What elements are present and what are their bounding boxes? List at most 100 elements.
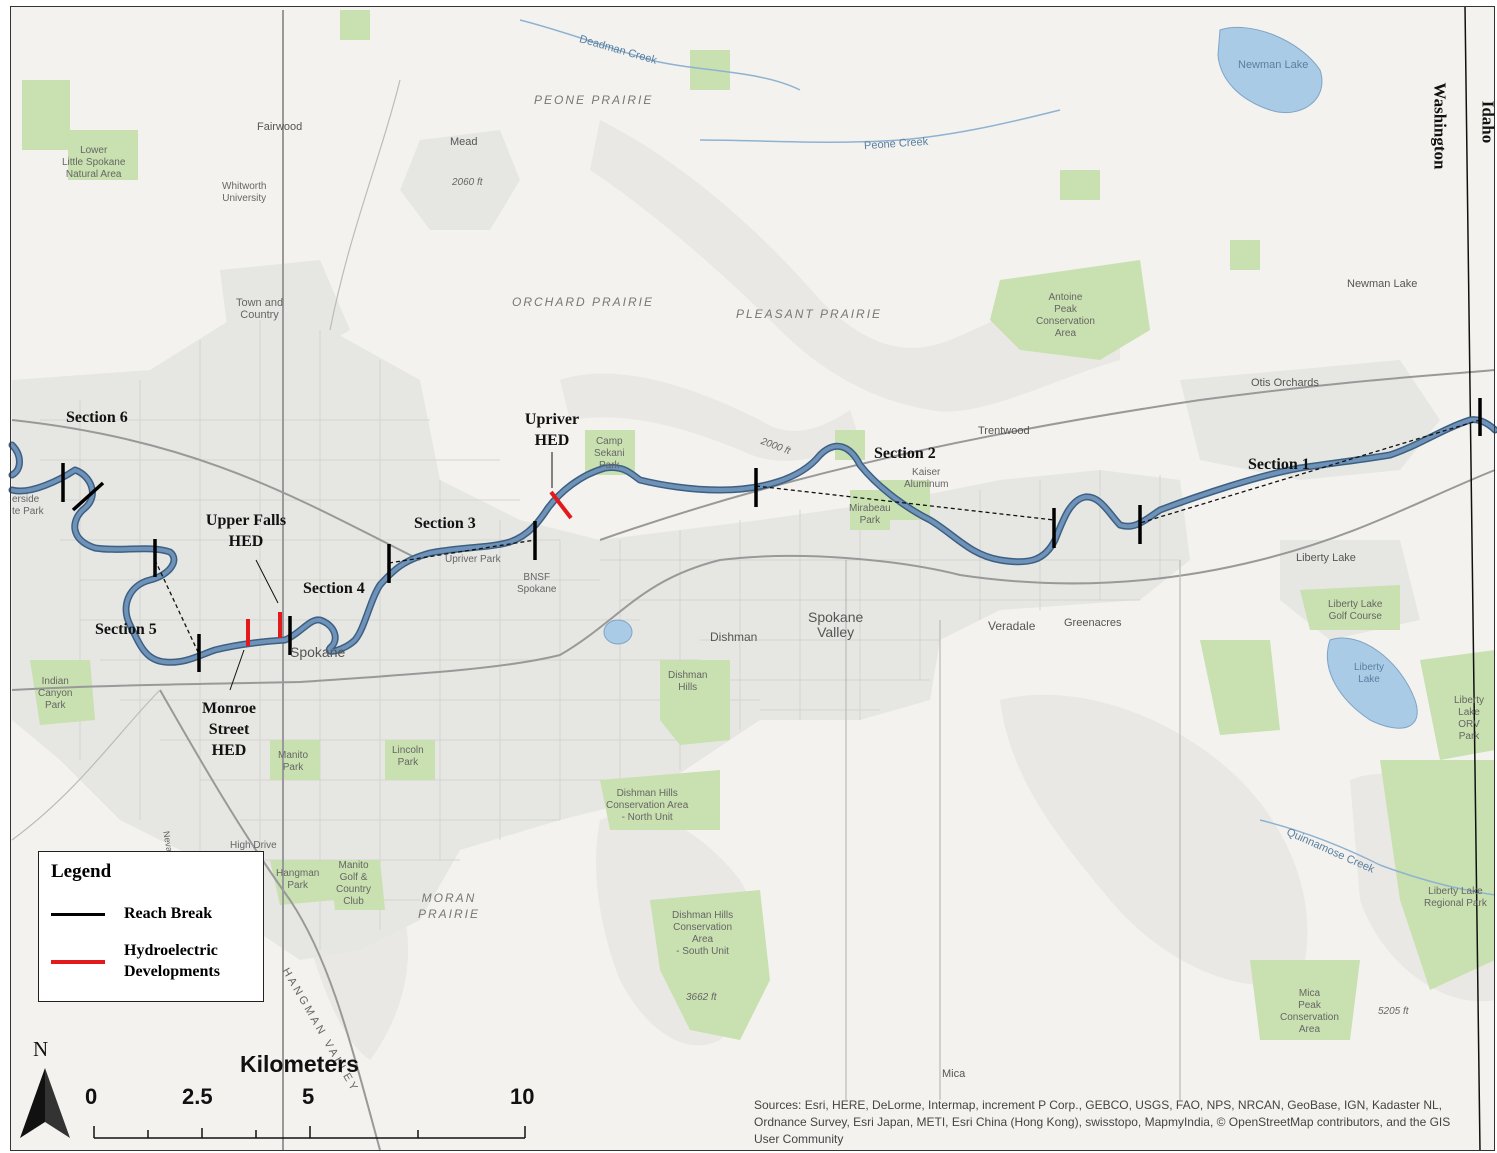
section-3-span — [388, 539, 536, 564]
legend-label-hydroelectric: Hydroelectric Developments — [124, 940, 264, 982]
park-line: Park — [287, 880, 308, 891]
section-label-5: Section 5 — [95, 621, 157, 638]
place-trentwood: Trentwood — [978, 425, 1030, 437]
park-line: Aluminum — [904, 479, 949, 490]
park-line: Lincoln — [392, 745, 424, 756]
park-liberty-regional: Liberty Lake Regional Park — [1424, 886, 1487, 910]
monroe-street-hed-label: Monroe Street HED — [190, 698, 268, 761]
park-line: Conservation — [1036, 316, 1095, 327]
park-line: Lake — [1358, 674, 1380, 685]
park-riverside: erside te Park — [12, 494, 44, 518]
park-line: Country — [336, 884, 372, 895]
park-upriver: Upriver Park — [445, 554, 501, 565]
scale-tick-10: 10 — [510, 1084, 535, 1109]
park-line: Park — [859, 515, 881, 526]
park-line: Area — [692, 934, 714, 945]
park-line: Mirabeau — [849, 503, 891, 514]
legend-swatch-reach-break — [51, 913, 105, 916]
upper-falls-hed-label: Upper Falls HED — [196, 510, 296, 552]
park-line: - North Unit — [621, 812, 673, 823]
park-line: Conservation Area — [606, 800, 689, 811]
park-line: Liberty Lake — [1428, 886, 1483, 897]
legend: Legend Reach Break Hydroelectric Develop… — [38, 851, 264, 1002]
park-line: Lower — [80, 145, 108, 156]
leader-lines — [229, 452, 553, 691]
park-line: Natural Area — [65, 169, 122, 180]
place-greenacres: Greenacres — [1064, 617, 1122, 629]
park-line: Park — [397, 757, 419, 768]
spokane-river — [8, 416, 1497, 666]
elevation-label: 3662 ft — [686, 992, 717, 1003]
park-lincoln: Lincoln Park — [392, 745, 424, 769]
place-spokane: Spokane — [290, 644, 346, 660]
park-hangman: Hangman Park — [276, 868, 319, 892]
hed-label-line: HED — [228, 533, 264, 550]
place-liberty-lake: Liberty Lake — [1296, 552, 1356, 564]
park-line: Park — [282, 762, 304, 773]
park-dishman-hills: Dishman Hills — [668, 670, 707, 694]
place-line: Whitworth — [222, 181, 267, 192]
upriver-hed-marker — [549, 490, 573, 520]
prairie-line: PRAIRIE — [418, 907, 481, 921]
park-line: Liberty Lake — [1328, 599, 1383, 610]
park-indian-canyon: Indian Canyon Park — [38, 676, 72, 712]
upriver-hed-label: Upriver HED — [514, 409, 590, 451]
park-line: Club — [343, 896, 364, 907]
park-line: Manito — [278, 750, 309, 761]
legend-swatch-hydroelectric — [51, 960, 105, 964]
park-line: Sekani — [594, 448, 625, 459]
section-5-span — [154, 559, 199, 653]
place-line: University — [222, 193, 267, 204]
park-line: Regional Park — [1424, 898, 1487, 909]
park-line: Spokane — [517, 584, 557, 595]
secondary-roads — [11, 79, 1181, 1100]
reach-breaks — [61, 398, 1482, 672]
section-label-1: Section 1 — [1248, 456, 1310, 473]
place-fairwood: Fairwood — [257, 121, 303, 133]
place-line: Spokane — [808, 609, 864, 625]
legend-title: Legend — [51, 861, 112, 882]
legend-label-line: Developments — [124, 963, 220, 980]
park-antoine: Antoine Peak Conservation Area — [1036, 292, 1095, 340]
place-line: Country — [240, 309, 279, 321]
place-newman-lake: Newman Lake — [1347, 278, 1418, 290]
place-line: Valley — [817, 624, 855, 640]
park-line: Conservation — [673, 922, 733, 933]
sources-attribution: Sources: Esri, HERE, DeLorme, Intermap, … — [754, 1098, 1451, 1146]
park-line: Park — [599, 460, 620, 471]
prairie-moran: MORAN PRAIRIE — [418, 890, 480, 922]
place-otis-orchards: Otis Orchards — [1251, 377, 1319, 389]
section-label-4: Section 4 — [303, 580, 365, 597]
park-line: Liberty — [1354, 662, 1385, 673]
legend-label-reach-break: Reach Break — [124, 905, 213, 922]
park-line: Lake — [1458, 707, 1480, 718]
parks — [22, 10, 1495, 1040]
place-mead: Mead — [450, 136, 478, 148]
park-line: Antoine — [1048, 292, 1083, 303]
state-label-idaho: Idaho — [1478, 100, 1497, 144]
place-veradale: Veradale — [988, 619, 1036, 633]
park-line: Canyon — [38, 688, 73, 699]
section-1-span — [1139, 419, 1481, 524]
reach-break — [71, 481, 105, 512]
park-line: Dishman Hills — [616, 788, 678, 799]
park-line: ORV — [1458, 719, 1480, 730]
park-line: Hills — [678, 682, 698, 693]
place-line: Town and — [236, 297, 284, 309]
park-mica-peak: Mica Peak Conservation Area — [1280, 988, 1339, 1036]
park-line: Area — [1054, 328, 1077, 339]
park-line: Peak — [1298, 1000, 1321, 1011]
legend-label-line: Hydroelectric — [124, 942, 218, 959]
park-dishman-north: Dishman Hills Conservation Area - North … — [606, 788, 688, 824]
park-line: Dishman — [668, 670, 708, 681]
park-liberty-golf: Liberty Lake Golf Course — [1328, 599, 1382, 623]
park-line: Liberty — [1454, 695, 1485, 706]
scale-tick-0: 0 — [85, 1084, 98, 1109]
park-line: Park — [1458, 731, 1480, 742]
lakes — [603, 26, 1418, 729]
park-line: Dishman Hills — [672, 910, 734, 921]
park-line: Camp — [595, 436, 623, 447]
lake-liberty: Liberty Lake — [1354, 662, 1384, 686]
park-line: Little Spokane — [62, 157, 126, 168]
hed-label-line: Upper Falls — [205, 512, 287, 529]
